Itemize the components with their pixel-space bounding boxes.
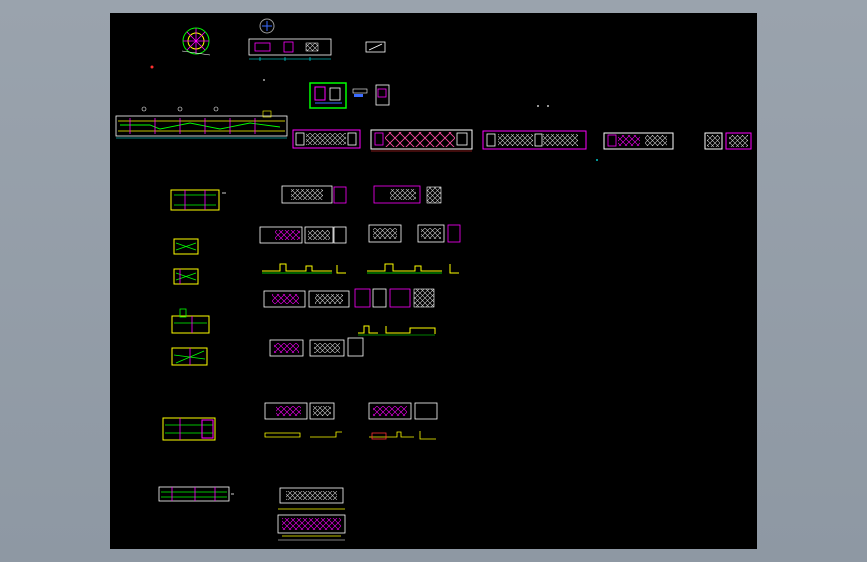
lattice-panel-4 <box>596 132 674 161</box>
title-strip <box>248 38 332 81</box>
component-group-e <box>264 402 438 440</box>
component-group-f <box>277 487 346 541</box>
left-detail-1 <box>170 189 226 211</box>
cad-drawing-canvas[interactable] <box>110 13 757 549</box>
left-detail-3 <box>171 308 210 366</box>
component-group-a <box>281 185 442 204</box>
left-detail-5 <box>158 486 234 502</box>
section-profiles-row-1 <box>262 263 459 274</box>
component-group-d <box>269 337 364 357</box>
left-detail-4 <box>162 417 216 441</box>
component-group-b <box>259 224 461 244</box>
left-detail-2 <box>173 238 199 285</box>
drawing-viewport[interactable] <box>110 13 757 549</box>
section-arrow-note <box>365 41 386 53</box>
assembly-elevation <box>115 106 288 139</box>
lattice-panel-3 <box>482 130 587 150</box>
green-frame-detail <box>309 82 549 109</box>
lattice-panel-5 <box>704 132 752 150</box>
lattice-panel-2 <box>370 129 473 152</box>
lattice-panel-1 <box>292 129 361 149</box>
component-group-c <box>263 288 435 308</box>
section-profiles-row-2 <box>358 325 436 336</box>
rosette-detail <box>150 18 275 69</box>
